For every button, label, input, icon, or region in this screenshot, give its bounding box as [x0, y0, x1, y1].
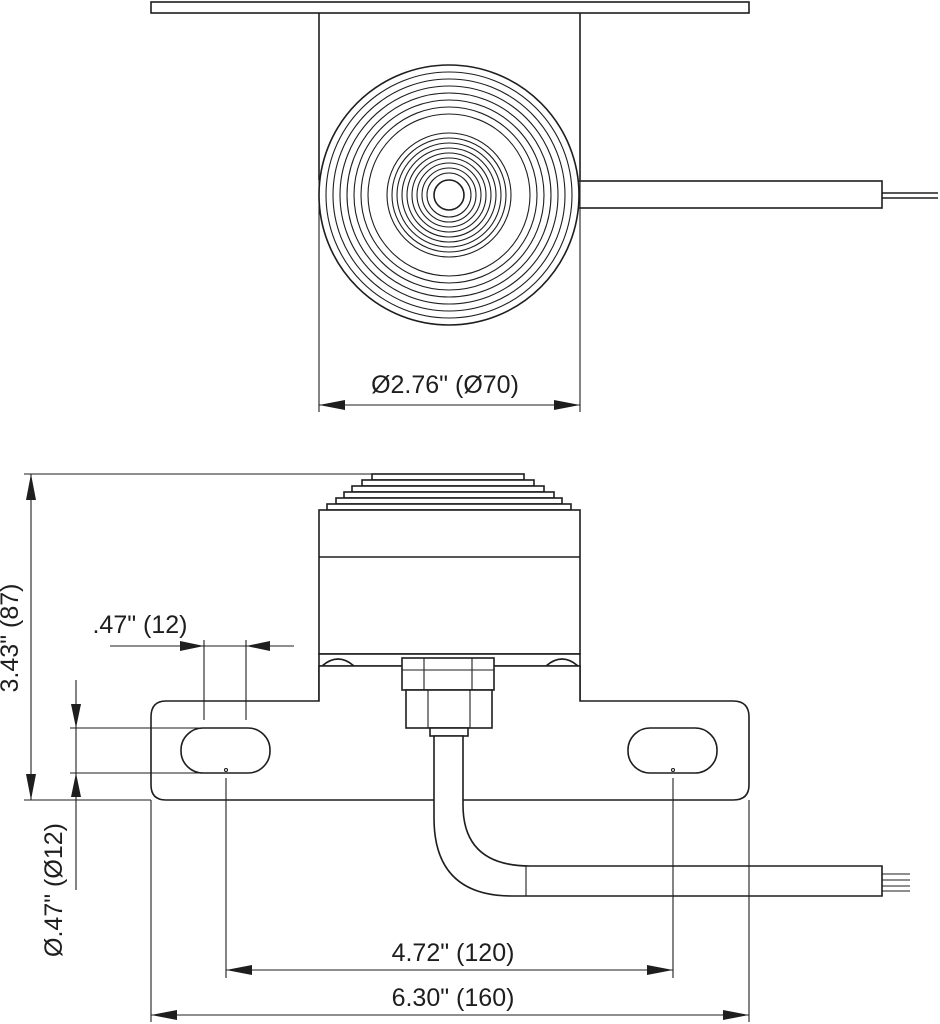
diameter-label: Ø2.76" (Ø70) — [371, 371, 519, 399]
hole-spacing-label: 4.72" (120) — [392, 939, 515, 967]
side-cable — [433, 735, 883, 897]
height-label: 3.43" (87) — [0, 584, 24, 693]
overall-width-label: 6.30" (160) — [392, 984, 515, 1012]
side-view: 3.43" (87) .47" (12) Ø.47" (Ø12) 4.72" (… — [0, 473, 910, 1022]
top-mounting-plate — [150, 1, 750, 14]
buzzer-rings — [318, 64, 580, 326]
housing-body — [318, 509, 581, 655]
left-slot — [180, 727, 271, 774]
slot-width-label: .47" (12) — [92, 611, 187, 639]
slot-diameter-label: Ø.47" (Ø12) — [40, 823, 68, 957]
right-slot — [627, 727, 718, 774]
top-cable — [577, 180, 883, 209]
top-view: Ø2.76" (Ø70) — [150, 1, 938, 412]
